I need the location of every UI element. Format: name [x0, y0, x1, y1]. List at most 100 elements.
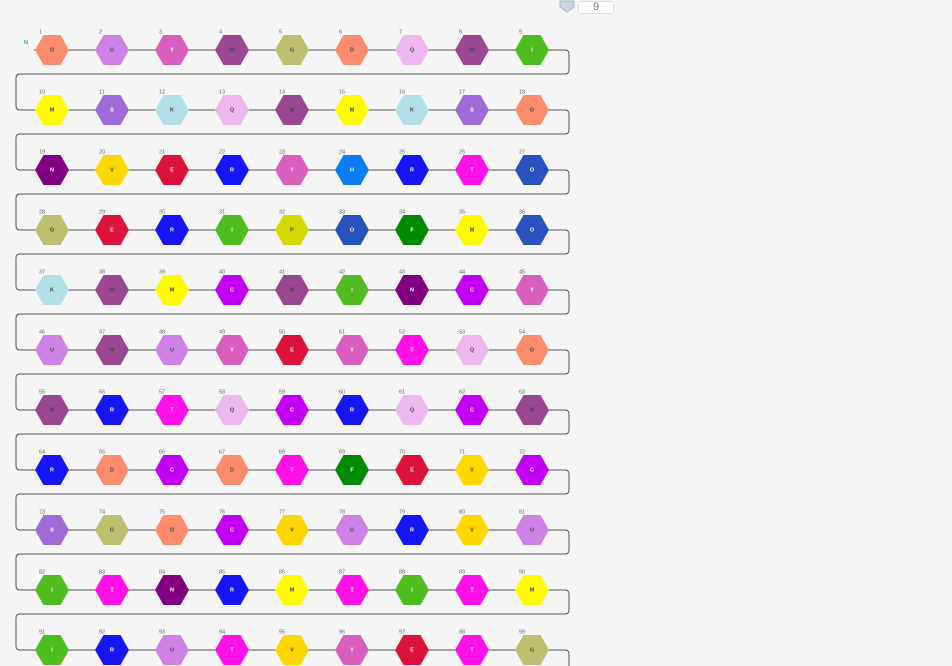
- residue-hexagon[interactable]: [215, 275, 249, 305]
- residue-78[interactable]: 78U: [335, 510, 369, 546]
- residue-15[interactable]: 15M: [335, 90, 369, 126]
- residue-hexagon[interactable]: [455, 35, 489, 65]
- residue-57[interactable]: 57T: [155, 390, 189, 426]
- residue-58[interactable]: 58Q: [215, 390, 249, 426]
- residue-76[interactable]: 76C: [215, 510, 249, 546]
- residue-96[interactable]: 96Y: [335, 630, 369, 666]
- residue-hexagon[interactable]: [35, 635, 69, 665]
- residue-93[interactable]: 93U: [155, 630, 189, 666]
- residue-18[interactable]: 18D: [515, 90, 549, 126]
- residue-70[interactable]: 70E: [395, 450, 429, 486]
- residue-hexagon[interactable]: [215, 455, 249, 485]
- residue-9[interactable]: 9I: [515, 30, 549, 66]
- residue-33[interactable]: 33O: [335, 210, 369, 246]
- residue-hexagon[interactable]: [95, 635, 129, 665]
- residue-hexagon[interactable]: [395, 635, 429, 665]
- residue-74[interactable]: 74G: [95, 510, 129, 546]
- residue-hexagon[interactable]: [275, 215, 309, 245]
- residue-hexagon[interactable]: [215, 395, 249, 425]
- residue-46[interactable]: 46U: [35, 330, 69, 366]
- residue-hexagon[interactable]: [515, 275, 549, 305]
- residue-hexagon[interactable]: [335, 95, 369, 125]
- residue-hexagon[interactable]: [95, 275, 129, 305]
- residue-hexagon[interactable]: [455, 335, 489, 365]
- residue-hexagon[interactable]: [275, 575, 309, 605]
- residue-88[interactable]: 88I: [395, 570, 429, 606]
- residue-82[interactable]: 82I: [35, 570, 69, 606]
- residue-hexagon[interactable]: [335, 155, 369, 185]
- residue-hexagon[interactable]: [35, 155, 69, 185]
- residue-72[interactable]: 72C: [515, 450, 549, 486]
- residue-44[interactable]: 44C: [455, 270, 489, 306]
- residue-hexagon[interactable]: [395, 275, 429, 305]
- residue-hexagon[interactable]: [275, 455, 309, 485]
- residue-hexagon[interactable]: [335, 515, 369, 545]
- residue-hexagon[interactable]: [95, 155, 129, 185]
- residue-hexagon[interactable]: [455, 455, 489, 485]
- residue-92[interactable]: 92R: [95, 630, 129, 666]
- residue-hexagon[interactable]: [155, 35, 189, 65]
- residue-hexagon[interactable]: [275, 275, 309, 305]
- residue-7[interactable]: 7Q: [395, 30, 429, 66]
- residue-56[interactable]: 56R: [95, 390, 129, 426]
- residue-47[interactable]: 47W: [95, 330, 129, 366]
- residue-43[interactable]: 43N: [395, 270, 429, 306]
- residue-89[interactable]: 89T: [455, 570, 489, 606]
- residue-90[interactable]: 90M: [515, 570, 549, 606]
- residue-hexagon[interactable]: [335, 455, 369, 485]
- residue-29[interactable]: 29E: [95, 210, 129, 246]
- residue-hexagon[interactable]: [515, 35, 549, 65]
- residue-39[interactable]: 39M: [155, 270, 189, 306]
- residue-69[interactable]: 69F: [335, 450, 369, 486]
- residue-79[interactable]: 79R: [395, 510, 429, 546]
- residue-hexagon[interactable]: [95, 215, 129, 245]
- residue-hexagon[interactable]: [515, 95, 549, 125]
- residue-38[interactable]: 38W: [95, 270, 129, 306]
- residue-hexagon[interactable]: [455, 635, 489, 665]
- residue-hexagon[interactable]: [155, 335, 189, 365]
- residue-hexagon[interactable]: [515, 215, 549, 245]
- residue-hexagon[interactable]: [455, 155, 489, 185]
- residue-35[interactable]: 35M: [455, 210, 489, 246]
- residue-hexagon[interactable]: [95, 335, 129, 365]
- residue-hexagon[interactable]: [395, 335, 429, 365]
- residue-24[interactable]: 24H: [335, 150, 369, 186]
- residue-34[interactable]: 34F: [395, 210, 429, 246]
- residue-2[interactable]: 2U: [95, 30, 129, 66]
- residue-53[interactable]: 53Q: [455, 330, 489, 366]
- residue-hexagon[interactable]: [215, 575, 249, 605]
- residue-hexagon[interactable]: [95, 35, 129, 65]
- residue-75[interactable]: 75D: [155, 510, 189, 546]
- residue-32[interactable]: 32P: [275, 210, 309, 246]
- residue-hexagon[interactable]: [395, 95, 429, 125]
- residue-hexagon[interactable]: [395, 155, 429, 185]
- residue-21[interactable]: 21E: [155, 150, 189, 186]
- residue-54[interactable]: 54D: [515, 330, 549, 366]
- residue-23[interactable]: 23Y: [275, 150, 309, 186]
- residue-hexagon[interactable]: [35, 95, 69, 125]
- residue-hexagon[interactable]: [275, 515, 309, 545]
- residue-94[interactable]: 94T: [215, 630, 249, 666]
- residue-81[interactable]: 81U: [515, 510, 549, 546]
- residue-6[interactable]: 6D: [335, 30, 369, 66]
- residue-hexagon[interactable]: [155, 155, 189, 185]
- residue-hexagon[interactable]: [455, 575, 489, 605]
- residue-hexagon[interactable]: [35, 335, 69, 365]
- residue-14[interactable]: 14W: [275, 90, 309, 126]
- residue-hexagon[interactable]: [155, 275, 189, 305]
- residue-80[interactable]: 80V: [455, 510, 489, 546]
- residue-hexagon[interactable]: [215, 635, 249, 665]
- residue-48[interactable]: 48U: [155, 330, 189, 366]
- residue-hexagon[interactable]: [515, 335, 549, 365]
- residue-67[interactable]: 67D: [215, 450, 249, 486]
- residue-27[interactable]: 27O: [515, 150, 549, 186]
- residue-11[interactable]: 11S: [95, 90, 129, 126]
- residue-50[interactable]: 50E: [275, 330, 309, 366]
- residue-64[interactable]: 64R: [35, 450, 69, 486]
- residue-hexagon[interactable]: [335, 635, 369, 665]
- residue-hexagon[interactable]: [335, 395, 369, 425]
- residue-17[interactable]: 17S: [455, 90, 489, 126]
- residue-hexagon[interactable]: [515, 155, 549, 185]
- residue-45[interactable]: 45Y: [515, 270, 549, 306]
- residue-hexagon[interactable]: [35, 215, 69, 245]
